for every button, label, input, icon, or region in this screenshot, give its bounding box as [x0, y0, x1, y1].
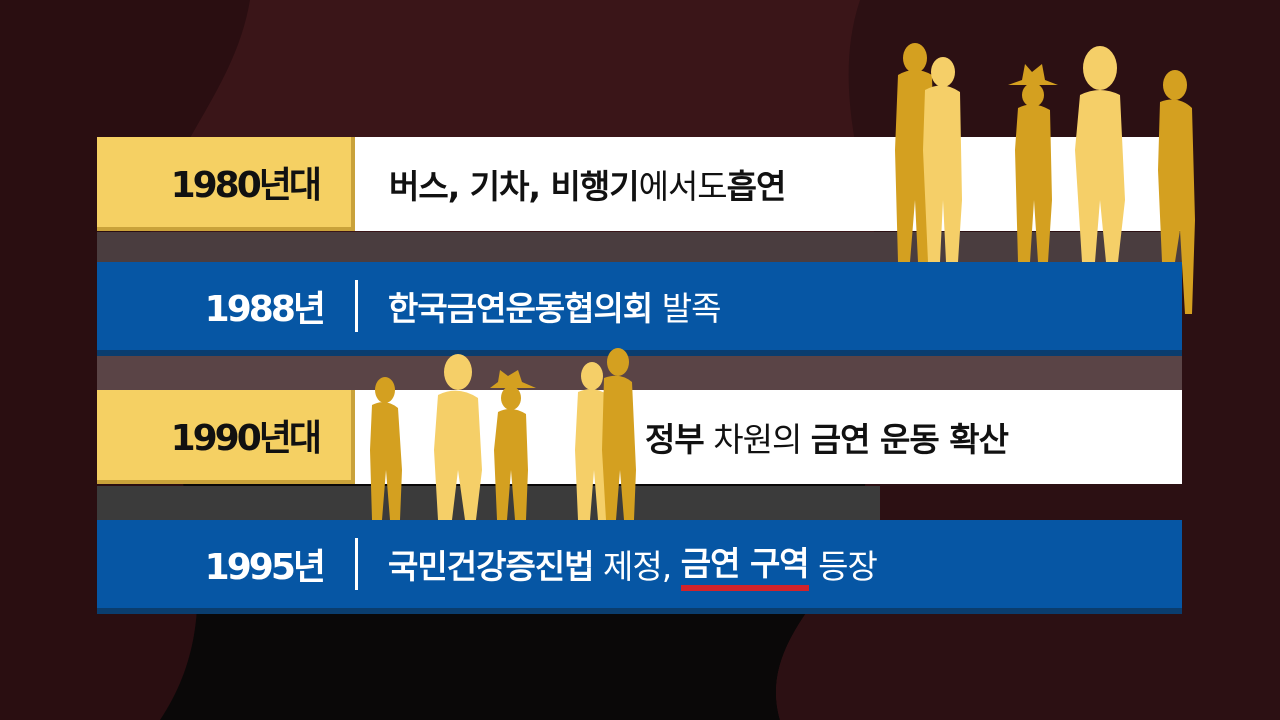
event-regular: 제정, [593, 547, 681, 586]
year-label: 1980년대 [97, 137, 355, 231]
event-underlined: 금연 구역 [680, 537, 810, 591]
year-label: 1995년 [204, 547, 326, 588]
event-bold: 버스, 기차, 비행기 [389, 167, 640, 206]
event-regular: 발족 [652, 289, 722, 328]
year-label: 1988년 [204, 289, 326, 330]
event-text: 정부 차원의 금연 운동 확산 [355, 390, 1182, 484]
event-regular: 에서도 [638, 167, 728, 206]
event-bold: 국민건강증진법 [388, 547, 595, 586]
year-label: 1990년대 [97, 390, 355, 484]
event-regular-2: 등장 [808, 547, 878, 586]
event-regular: 차원의 [703, 420, 811, 459]
timeline-row-1988: 1988년 한국금연운동협의회 발족 [97, 262, 1182, 356]
event-text: 국민건강증진법 제정, 금연 구역 등장 [388, 537, 878, 591]
event-text: 한국금연운동협의회 발족 [388, 282, 722, 330]
event-bold: 정부 [645, 420, 705, 459]
event-bold-2: 금연 운동 확산 [810, 420, 1009, 459]
event-bold: 한국금연운동협의회 [388, 289, 653, 328]
divider [355, 280, 358, 332]
divider [355, 538, 358, 590]
event-bold-2: 흡연 [726, 167, 787, 206]
timeline-row-1990s: 1990년대 정부 차원의 금연 운동 확산 [97, 390, 1182, 484]
timeline-row-1995: 1995년 국민건강증진법 제정, 금연 구역 등장 [97, 520, 1182, 614]
